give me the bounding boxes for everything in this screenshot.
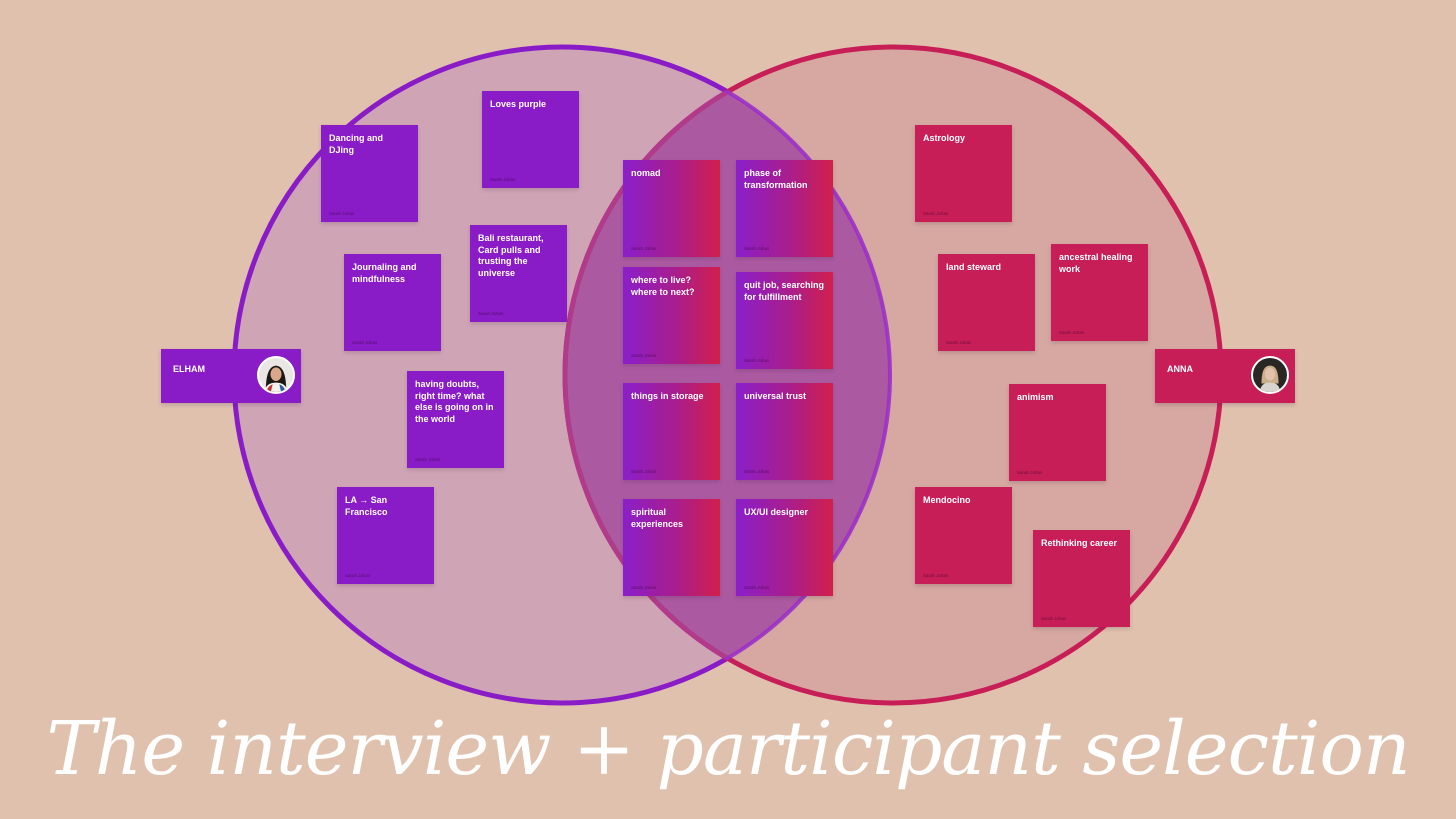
sticky-note[interactable]: where to live? where to next? Sarah Joha… — [623, 267, 720, 364]
sticky-note[interactable]: Bali restaurant, Card pulls and trusting… — [470, 225, 567, 322]
note-text: land steward — [946, 262, 1002, 272]
page-title: The interview + participant selection — [46, 706, 1410, 792]
note-author: Sarah Johas — [1041, 616, 1067, 621]
note-text: things in storage — [631, 391, 704, 401]
sticky-note[interactable]: quit job, searching for fulfillment Sara… — [736, 272, 833, 369]
note-author: Sarah Johas — [631, 246, 657, 251]
note-author: Sarah Johas — [744, 358, 770, 363]
note-author: Sarah Johas — [946, 340, 972, 345]
sticky-note[interactable]: animism Sarah Johas — [1009, 384, 1106, 481]
overlap-region — [562, 47, 890, 703]
note-text: Journaling and mindfulness — [352, 262, 417, 284]
sticky-note[interactable]: phase of transformation Sarah Johas — [736, 160, 833, 257]
note-text: nomad — [631, 168, 661, 178]
sticky-note[interactable]: ancestral healing work Sarah Johas — [1051, 244, 1148, 341]
anna-avatar-photo — [1251, 356, 1289, 394]
note-author: Sarah Johas — [744, 585, 770, 590]
note-text: Astrology — [923, 133, 966, 143]
sticky-note[interactable]: things in storage Sarah Johas — [623, 383, 720, 480]
note-text: universal trust — [744, 391, 807, 401]
sticky-note[interactable]: spiritual experiences Sarah Johas — [623, 499, 720, 596]
note-text: LA → San Francisco — [345, 495, 388, 517]
sticky-note[interactable]: land steward Sarah Johas — [938, 254, 1035, 351]
note-text: phase of transformation — [744, 168, 808, 190]
note-text: where to live? where to next? — [631, 275, 695, 297]
note-text: Loves purple — [490, 99, 547, 109]
note-author: Sarah Johas — [631, 585, 657, 590]
sticky-note[interactable]: Rethinking career Sarah Johas — [1033, 530, 1130, 627]
note-author: Sarah Johas — [744, 469, 770, 474]
sticky-note[interactable]: nomad Sarah Johas — [623, 160, 720, 257]
note-author: Sarah Johas — [744, 246, 770, 251]
note-text: quit job, searching for fulfillment — [744, 280, 825, 302]
note-author: Sarah Johas — [923, 211, 949, 216]
note-author: Sarah Johas — [490, 177, 516, 182]
note-text: having doubts, right time? what else is … — [415, 379, 494, 424]
note-author: Sarah Johas — [415, 457, 441, 462]
sticky-note[interactable]: Loves purple Sarah Johas — [482, 91, 579, 188]
participant-card-anna[interactable]: ANNA — [1155, 349, 1295, 403]
note-text: Bali restaurant, Card pulls and trusting… — [478, 233, 544, 278]
note-text: UX/UI designer — [744, 507, 809, 517]
note-author: Sarah Johas — [1017, 470, 1043, 475]
sticky-note[interactable]: Mendocino Sarah Johas — [915, 487, 1012, 584]
elham-avatar-photo — [257, 356, 295, 394]
sticky-note[interactable]: universal trust Sarah Johas — [736, 383, 833, 480]
participant-name: ANNA — [1167, 364, 1193, 374]
sticky-note[interactable]: Astrology Sarah Johas — [915, 125, 1012, 222]
note-author: Sarah Johas — [631, 353, 657, 358]
note-author: Sarah Johas — [329, 211, 355, 216]
note-author: Sarah Johas — [478, 311, 504, 316]
note-author: Sarah Johas — [1059, 330, 1085, 335]
participant-name: ELHAM — [173, 364, 205, 374]
sticky-note[interactable]: Journaling and mindfulness Sarah Johas — [344, 254, 441, 351]
sticky-note[interactable]: UX/UI designer Sarah Johas — [736, 499, 833, 596]
sticky-note[interactable]: having doubts, right time? what else is … — [407, 371, 504, 468]
note-text: ancestral healing work — [1059, 252, 1133, 274]
note-author: Sarah Johas — [345, 573, 371, 578]
participant-card-elham[interactable]: ELHAM — [161, 349, 301, 403]
sticky-note[interactable]: LA → San Francisco Sarah Johas — [337, 487, 434, 584]
note-author: Sarah Johas — [923, 573, 949, 578]
note-text: Dancing and DJing — [329, 133, 384, 155]
note-text: Mendocino — [923, 495, 971, 505]
note-author: Sarah Johas — [352, 340, 378, 345]
note-text: Rethinking career — [1041, 538, 1118, 548]
note-text: spiritual experiences — [631, 507, 684, 529]
note-author: Sarah Johas — [631, 469, 657, 474]
sticky-note[interactable]: Dancing and DJing Sarah Johas — [321, 125, 418, 222]
note-text: animism — [1017, 392, 1054, 402]
